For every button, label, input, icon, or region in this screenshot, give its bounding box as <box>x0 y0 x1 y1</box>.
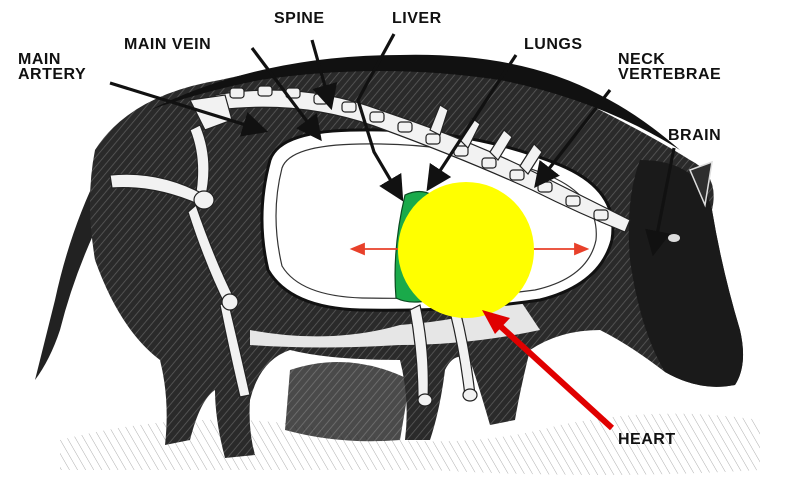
label-brain: BRAIN <box>668 127 722 144</box>
label-neck-vertebrae: NECK VERTEBRAE <box>618 51 722 83</box>
tail <box>35 170 105 380</box>
shot-target-circle <box>398 182 534 318</box>
neck-vertebrae-pointer <box>534 89 612 189</box>
main-vein-pointer <box>250 47 322 142</box>
label-spine: SPINE <box>274 10 325 27</box>
spine-skeleton <box>214 85 631 233</box>
front-leg-bones <box>409 304 478 407</box>
heart-pointer <box>482 310 615 431</box>
lungs-pointer <box>426 54 518 192</box>
main-artery-pointer <box>109 81 269 137</box>
label-pointers <box>109 33 676 257</box>
label-main-vein: MAIN VEIN <box>124 36 212 53</box>
brain-pointer <box>645 147 676 257</box>
label-main-artery: MAIN ARTERY <box>18 51 87 83</box>
spine-pointer <box>310 39 338 111</box>
label-lungs: LUNGS <box>524 36 583 53</box>
label-heart: HEART <box>618 431 676 448</box>
hind-leg-bones <box>109 94 251 398</box>
label-liver: LIVER <box>392 10 442 27</box>
liver-pointer <box>356 33 404 202</box>
